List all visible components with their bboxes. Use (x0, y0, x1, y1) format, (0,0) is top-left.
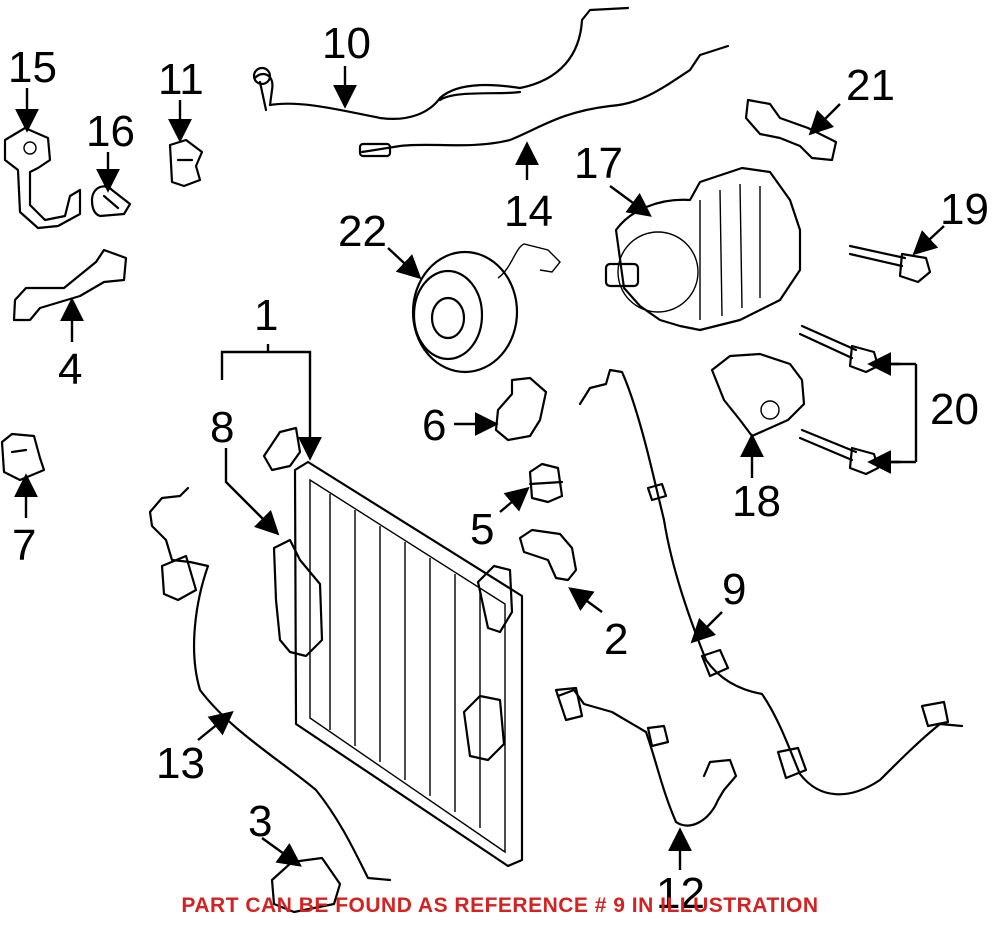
part-9-line (578, 368, 964, 796)
part-15-bracket (3, 126, 82, 230)
part-7-mount (0, 432, 46, 482)
part-20-bolt-upper (798, 324, 880, 374)
callout-9: 9 (722, 565, 746, 614)
part-21-bracket (744, 98, 838, 162)
callout-labels: 10 15 11 16 4 7 14 17 22 21 19 1 8 6 20 … (8, 19, 989, 918)
part-18-hole (760, 400, 780, 420)
part-14-fitting (358, 142, 392, 158)
callout-14: 14 (504, 187, 553, 236)
callout-19: 19 (940, 185, 989, 234)
callout-15: 15 (8, 43, 57, 92)
callout-5: 5 (470, 505, 494, 554)
part-10-hose (253, 6, 630, 120)
part-10-fitting (252, 66, 272, 86)
part-22-pulley-ring (412, 269, 484, 361)
callout-13: 13 (156, 739, 205, 788)
part-19-bolt (848, 244, 907, 268)
callout-16: 16 (86, 107, 135, 156)
callout-21: 21 (846, 61, 895, 110)
callout-8: 8 (210, 403, 234, 452)
part-5-insulator (528, 462, 564, 504)
callout-20: 20 (930, 385, 979, 434)
part-16-clip (90, 185, 132, 218)
part-9-fittings (646, 482, 950, 780)
callout-3: 3 (248, 797, 272, 846)
callout-6: 6 (422, 401, 446, 450)
part-17-ribs (699, 183, 761, 320)
callout-18: 18 (732, 477, 781, 526)
part-19-head (898, 252, 932, 284)
callout-1: 1 (254, 291, 278, 340)
part-6-bracket (494, 376, 548, 442)
part-12-fitting (554, 686, 670, 748)
callout-10: 10 (322, 19, 371, 68)
callout-22: 22 (338, 207, 387, 256)
part-12-line (556, 688, 738, 827)
callout-7: 7 (12, 521, 36, 570)
part-1-condenser-inner (309, 478, 506, 854)
part-1-right-brackets (462, 564, 514, 762)
part-17-compressor (614, 166, 802, 332)
part-14-line (360, 44, 730, 154)
part-17-shaft (604, 262, 640, 288)
part-1-top-mount (262, 426, 302, 472)
part-1-side-tank (272, 538, 324, 658)
part-15-hole (23, 141, 37, 155)
part-22-pulley-hub (430, 296, 466, 340)
part-22-wire (497, 243, 561, 279)
callout-4: 4 (58, 345, 82, 394)
part-17-face (617, 231, 699, 313)
callout-12: 12 (656, 869, 705, 918)
part-20-bolt-lower (798, 428, 880, 476)
part-13-fitting (160, 554, 198, 602)
callout-11: 11 (158, 55, 204, 104)
part-4-bracket (12, 248, 128, 322)
part-2-bracket (518, 528, 578, 582)
callout-2: 2 (604, 615, 628, 664)
leader-lines (13, 66, 945, 870)
callout-17: 17 (574, 139, 623, 188)
part-18-bracket (710, 352, 806, 438)
reference-notice: PART CAN BE FOUND AS REFERENCE # 9 IN IL… (181, 894, 819, 917)
part-11-clip (168, 138, 204, 188)
